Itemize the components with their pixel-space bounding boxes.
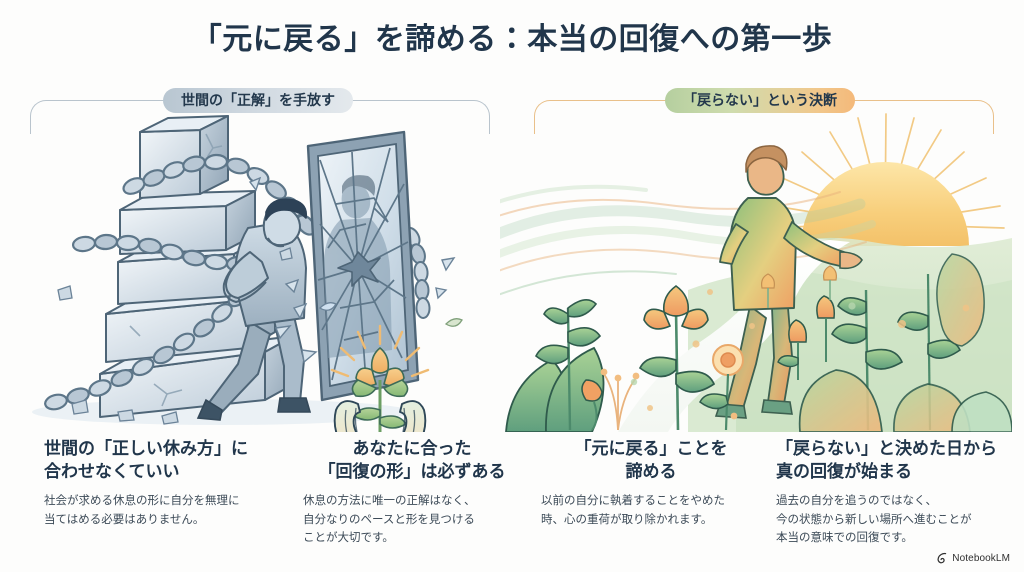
ring-flower [699,344,744,431]
center-bloom [643,285,709,330]
caption-column-4: 「戻らない」と決めた日から 真の回復が始まる 過去の自分を追うのではなく、 今の… [776,438,1016,548]
shatter-core [337,251,381,287]
hair [745,145,788,173]
autumn-bush [936,253,985,347]
caption-body-4: 過去の自分を追うのではなく、 今の状態から新しい場所へ進むことが 本当の意味での… [776,495,972,545]
tulip-cluster [777,295,836,380]
floating-dots [647,289,970,411]
sun-disc [801,162,969,246]
glass-shards [248,176,456,364]
left-illustration [22,112,492,432]
caption-body-1: 社会が求める休息の形に自分を無理に 当てはめる必要はありません。 [44,495,240,526]
floating-leaves [318,302,463,327]
caption-body-3: 以前の自分に執着することをやめた 時、心の重荷が取り除かれます。 [541,495,725,526]
hand-right [399,400,427,432]
right-section-pill: 「戻らない」という決断 [665,88,855,113]
caption-columns: 世間の「正しい休み方」に 合わせなくていい 社会が求める休息の形に自分を無理に … [0,438,1024,558]
notebooklm-spiral-icon [936,552,948,564]
distant-flowers [761,265,837,308]
caption-heading-4: 「戻らない」と決めた日から 真の回復が始まる [776,439,997,481]
rising-sun [755,113,1005,246]
notebooklm-label: NotebookLM [952,552,1010,564]
caption-column-3: 「元に戻る」ことを 諦める 以前の自分に執着することをやめた 時、心の重荷が取り… [537,438,765,529]
left-section-pill: 世間の「正解」を手放す [163,88,353,113]
flower-bloom [351,346,409,398]
foreground-bush-1 [798,369,883,432]
rubble [57,247,293,425]
caption-column-1: 世間の「正しい休み方」に 合わせなくていい 社会が求める休息の形に自分を無理に … [44,438,289,529]
arm-back [719,223,749,265]
cupped-hands-with-flower-icon [330,324,430,432]
mirror-cracks [317,147,409,383]
straining-man [196,198,312,421]
stem-center [674,309,680,431]
small-poppy [581,379,603,431]
glow-rays [330,324,430,378]
shirt [729,197,797,311]
shoe-front [761,399,793,415]
hand-forward [839,251,863,270]
caption-heading-1: 世間の「正しい休み方」に 合わせなくていい [44,439,248,481]
caption-body-2: 休息の方法に唯一の正解はなく、 自分なりのペースと形を見つける ことが大切です。 [303,495,476,545]
caption-heading-2: あなたに合った 「回復の形」は必ずある [318,439,506,481]
flowing-ribbons [500,184,876,296]
caption-column-2: あなたに合った 「回復の形」は必ずある 休息の方法に唯一の正解はなく、 自分なり… [297,438,527,548]
hand-left [333,400,361,432]
right-illustration [500,112,1012,432]
notebooklm-watermark: NotebookLM [936,552,1010,564]
foreground-plants [505,253,1012,432]
stem-leaf-right [379,415,408,429]
cracked-mirror [306,130,420,402]
walking-man [714,145,863,419]
page-title: 「元に戻る」を諦める：本当の回復への第一歩 [191,23,833,56]
caption-heading-3: 「元に戻る」ことを 諦める [574,439,728,481]
mirror-reflection [323,175,392,358]
foreground-bush-3 [951,391,1012,432]
stem-left [566,307,572,431]
bush-leaf-2 [545,346,605,432]
